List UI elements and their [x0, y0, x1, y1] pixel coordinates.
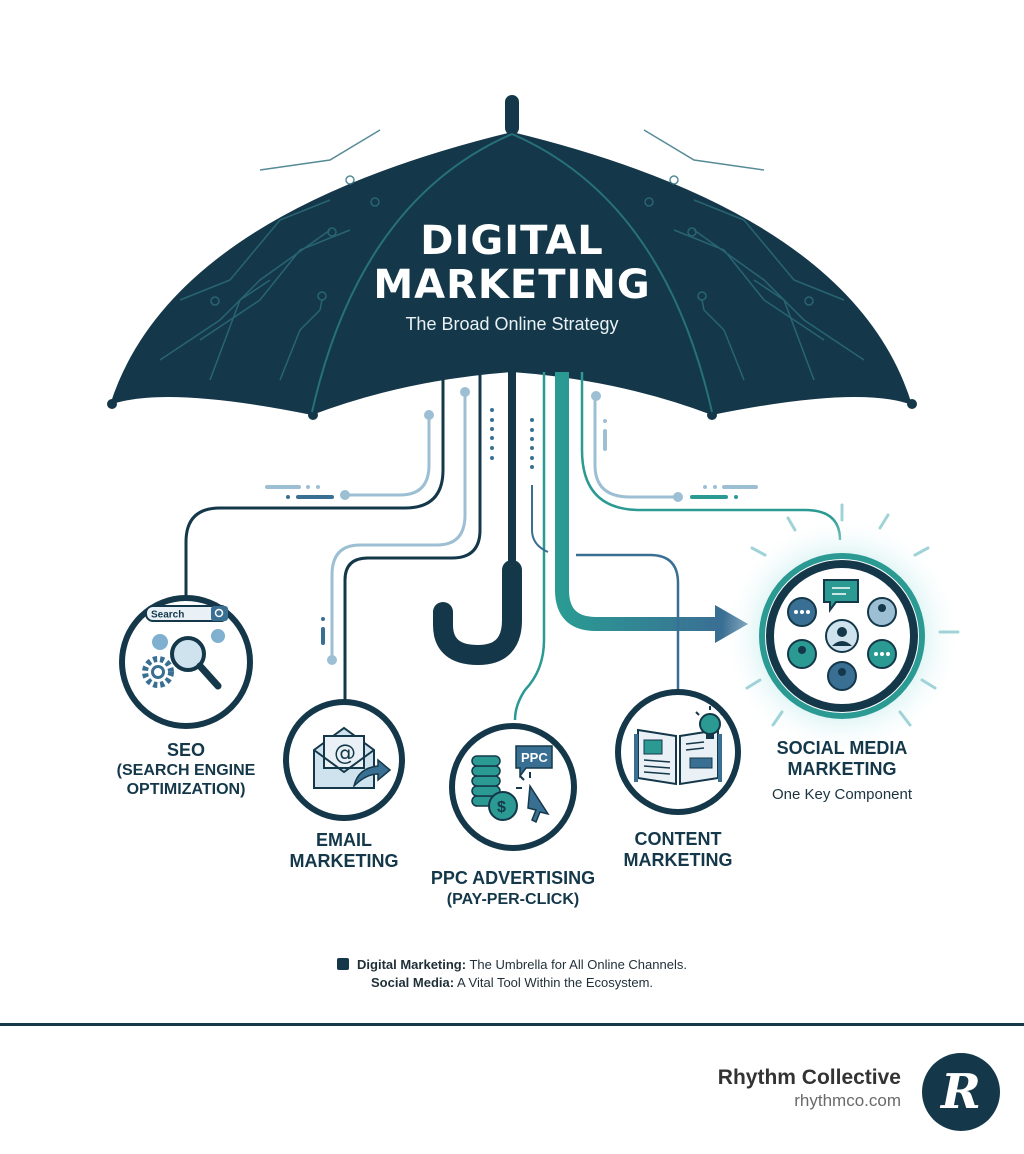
label-content: CONTENT MARKETING [623, 829, 733, 870]
svg-text:$: $ [497, 799, 506, 816]
coins-cursor-icon: $ PPC [449, 723, 577, 851]
brand-name: Rhythm Collective [717, 1066, 901, 1089]
node-seo: Search [118, 594, 254, 730]
legend-line-2: Social Media: A Vital Tool Within the Ec… [370, 975, 654, 990]
svg-text:PPC: PPC [521, 750, 548, 765]
magnifier-search-gears-icon: Search [119, 595, 253, 729]
legend-line-1: Digital Marketing: The Umbrella for All … [0, 956, 1024, 974]
label-email: EMAIL MARKETING [289, 830, 399, 871]
legend-swatch [337, 958, 350, 970]
social-network-people-icon [759, 553, 925, 719]
node-social-media [756, 550, 928, 722]
svg-text:Search: Search [151, 610, 184, 621]
footer-divider [0, 1023, 1024, 1026]
umbrella-title-line2: MARKETING [373, 262, 651, 308]
svg-text:@: @ [334, 741, 356, 766]
envelope-at-arrow-icon: @ [283, 699, 405, 821]
label-ppc: PPC ADVERTISING (PAY-PER-CLICK) [430, 868, 596, 908]
legend: Digital Marketing: The Umbrella for All … [0, 956, 1024, 992]
node-email: @ [282, 698, 406, 822]
open-book-lightbulb-icon [615, 689, 741, 815]
node-ppc: $ PPC [448, 722, 578, 852]
umbrella-subtitle: The Broad Online Strategy [405, 314, 619, 334]
brand-block: Rhythm Collective rhythmco.com [718, 1066, 901, 1111]
umbrella-title-line1: DIGITAL [420, 218, 604, 264]
brand-url[interactable]: rhythmco.com [794, 1091, 901, 1110]
glow-rays [745, 503, 960, 727]
umbrella-diagram [107, 95, 962, 756]
label-social-media: SOCIAL MEDIA MARKETING One Key Component [771, 738, 913, 803]
umbrella-canopy [107, 95, 917, 420]
brand-logo-icon: R [922, 1053, 1000, 1131]
node-content [614, 688, 742, 816]
label-seo: SEO (SEARCH ENGINE OPTIMIZATION) [116, 740, 256, 798]
